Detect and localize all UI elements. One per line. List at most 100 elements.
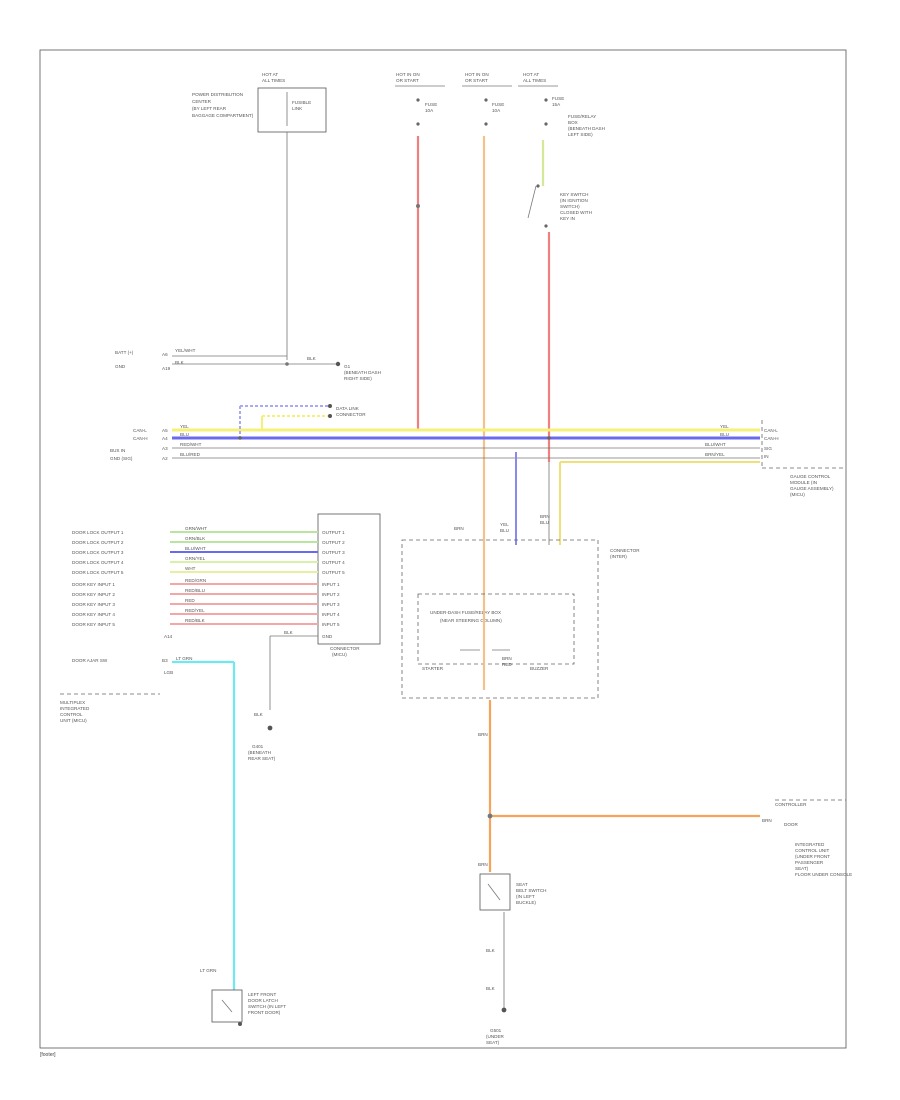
- data-bus-wires: DATA LINK CONNECTOR CAN-L CAN-H BUS IN G…: [110, 404, 779, 461]
- svg-text:(BENEATH: (BENEATH: [248, 750, 271, 755]
- svg-text:WHT: WHT: [185, 566, 196, 571]
- svg-text:DOOR LOCK OUTPUT 3: DOOR LOCK OUTPUT 3: [72, 550, 124, 555]
- svg-text:DOOR KEY INPUT 3: DOOR KEY INPUT 3: [72, 602, 115, 607]
- svg-text:A6: A6: [162, 352, 168, 357]
- svg-text:OUTPUT 2: OUTPUT 2: [322, 540, 345, 545]
- ground-g401: BLK G401 (BENEATH REAR SEAT): [248, 712, 276, 761]
- svg-text:RED/BLU: RED/BLU: [185, 588, 205, 593]
- svg-text:SEAT): SEAT): [795, 866, 809, 871]
- svg-text:CONNECTOR: CONNECTOR: [610, 548, 640, 553]
- svg-text:UNDER-DASH FUSE/RELAY BOX: UNDER-DASH FUSE/RELAY BOX: [430, 610, 501, 615]
- svg-text:(UNDER FRONT: (UNDER FRONT: [795, 854, 830, 859]
- svg-text:BRN: BRN: [762, 818, 772, 823]
- svg-text:GRN/BLK: GRN/BLK: [185, 536, 206, 541]
- svg-text:FUSE: FUSE: [425, 102, 437, 107]
- svg-text:UNIT (MICU): UNIT (MICU): [60, 718, 87, 723]
- svg-text:SWITCH (IN LEFT: SWITCH (IN LEFT: [248, 1004, 286, 1009]
- svg-text:DOOR LOCK OUTPUT 1: DOOR LOCK OUTPUT 1: [72, 530, 124, 535]
- svg-text:OUTPUT 3: OUTPUT 3: [322, 550, 345, 555]
- svg-text:CLOSED WITH: CLOSED WITH: [560, 210, 592, 215]
- svg-text:DOOR LATCH: DOOR LATCH: [248, 998, 278, 1003]
- svg-text:OUTPUT 1: OUTPUT 1: [322, 530, 345, 535]
- svg-text:G401: G401: [252, 744, 264, 749]
- svg-text:DOOR LOCK OUTPUT 4: DOOR LOCK OUTPUT 4: [72, 560, 124, 565]
- svg-text:YEL/WHT: YEL/WHT: [175, 348, 196, 353]
- svg-text:GND (SIG): GND (SIG): [110, 456, 133, 461]
- svg-text:BLU/WHT: BLU/WHT: [185, 546, 206, 551]
- svg-text:(BY LEFT REAR: (BY LEFT REAR: [192, 106, 227, 111]
- svg-text:(BENEATH DASH: (BENEATH DASH: [568, 126, 605, 131]
- svg-text:BUZZER: BUZZER: [530, 666, 549, 671]
- svg-text:CONTROL UNIT: CONTROL UNIT: [795, 848, 829, 853]
- footer-code: [footer]: [40, 1052, 56, 1058]
- svg-text:OR START: OR START: [396, 78, 419, 83]
- center-control-unit: CONNECTOR (INTER) UNDER-DASH FUSE/RELAY …: [401, 514, 640, 699]
- svg-text:GAUGE ASSEMBLY): GAUGE ASSEMBLY): [790, 486, 834, 491]
- svg-text:(INTER): (INTER): [610, 554, 627, 559]
- svg-text:CONNECTOR: CONNECTOR: [330, 646, 360, 651]
- svg-text:RED/YEL: RED/YEL: [185, 608, 205, 613]
- svg-text:GND: GND: [322, 634, 333, 639]
- svg-text:DOOR LOCK OUTPUT 5: DOOR LOCK OUTPUT 5: [72, 570, 124, 575]
- svg-text:YEL: YEL: [500, 522, 509, 527]
- svg-text:DATA LINK: DATA LINK: [336, 406, 360, 411]
- svg-text:FUSE: FUSE: [552, 96, 564, 101]
- svg-text:BLK: BLK: [486, 948, 496, 953]
- gauge-control-module-right: GAUGE CONTROL MODULE (IN GAUGE ASSEMBLY)…: [761, 420, 846, 497]
- svg-text:LGB: LGB: [164, 670, 173, 675]
- svg-text:FRONT DOOR): FRONT DOOR): [248, 1010, 281, 1015]
- svg-text:(NEAR STEERING COLUMN): (NEAR STEERING COLUMN): [440, 618, 502, 623]
- svg-text:10A: 10A: [492, 108, 501, 113]
- svg-text:CONNECTOR: CONNECTOR: [336, 412, 366, 417]
- svg-text:PASSENGER: PASSENGER: [795, 860, 824, 865]
- splice-red-1: [416, 204, 420, 208]
- svg-text:INPUT 4: INPUT 4: [322, 612, 340, 617]
- svg-text:LEFT SIDE): LEFT SIDE): [568, 132, 593, 137]
- svg-text:INPUT 2: INPUT 2: [322, 592, 340, 597]
- svg-text:KEY IN: KEY IN: [560, 216, 575, 221]
- splice-orange: [487, 813, 493, 819]
- connector-wires: DOOR LOCK OUTPUT 1 DOOR LOCK OUTPUT 2 DO…: [72, 526, 345, 710]
- diagram-frame: [39, 49, 847, 1049]
- svg-text:ALL TIMES: ALL TIMES: [523, 78, 546, 83]
- svg-text:RED/WHT: RED/WHT: [180, 442, 202, 447]
- svg-text:SEAT): SEAT): [486, 1040, 500, 1045]
- svg-text:(BENEATH DASH: (BENEATH DASH: [344, 370, 381, 375]
- svg-text:HOT IN ON: HOT IN ON: [396, 72, 420, 77]
- svg-text:BLU: BLU: [540, 520, 549, 525]
- svg-text:BRN: BRN: [454, 526, 464, 531]
- svg-text:OUTPUT 5: OUTPUT 5: [322, 570, 345, 575]
- svg-text:FUSE: FUSE: [492, 102, 504, 107]
- svg-text:SIG: SIG: [764, 446, 772, 451]
- svg-text:(UNDER: (UNDER: [486, 1034, 505, 1039]
- svg-text:B3: B3: [162, 658, 168, 663]
- svg-text:RIGHT SIDE): RIGHT SIDE): [344, 376, 372, 381]
- svg-text:BRN: BRN: [478, 862, 488, 867]
- svg-text:DOOR KEY INPUT 1: DOOR KEY INPUT 1: [72, 582, 115, 587]
- svg-text:A2: A2: [162, 456, 168, 461]
- svg-text:DOOR: DOOR: [784, 822, 798, 827]
- svg-text:POWER DISTRIBUTION: POWER DISTRIBUTION: [192, 92, 243, 97]
- svg-text:LEFT FRONT: LEFT FRONT: [248, 992, 276, 997]
- svg-text:CONTROLLER: CONTROLLER: [775, 802, 807, 807]
- svg-text:BLU/RED: BLU/RED: [180, 452, 201, 457]
- svg-text:DOOR KEY INPUT 2: DOOR KEY INPUT 2: [72, 592, 115, 597]
- svg-text:A14: A14: [164, 634, 173, 639]
- svg-text:CAN-H: CAN-H: [133, 436, 148, 441]
- lower-switch: BRN SEAT BELT SWITCH (IN LEFT BUCKLE) BL…: [478, 862, 546, 1045]
- svg-text:FUSIBLE: FUSIBLE: [292, 100, 311, 105]
- svg-text:BLU: BLU: [500, 528, 509, 533]
- svg-text:(IN LEFT: (IN LEFT: [516, 894, 535, 899]
- svg-text:(MICU): (MICU): [790, 492, 805, 497]
- svg-text:CONTROL: CONTROL: [60, 712, 83, 717]
- svg-text:BLK: BLK: [486, 986, 496, 991]
- svg-text:(MICU): (MICU): [332, 652, 347, 657]
- svg-text:OUTPUT 4: OUTPUT 4: [322, 560, 345, 565]
- svg-text:A5: A5: [162, 428, 168, 433]
- svg-text:15A: 15A: [552, 102, 561, 107]
- svg-text:DOOR LOCK OUTPUT 2: DOOR LOCK OUTPUT 2: [72, 540, 124, 545]
- svg-text:A19: A19: [162, 366, 171, 371]
- door-ajar-signal: DOOR AJAR SW B3 LT GRN LGB MULTIPLEX INT…: [60, 656, 236, 990]
- svg-text:IN: IN: [764, 454, 769, 459]
